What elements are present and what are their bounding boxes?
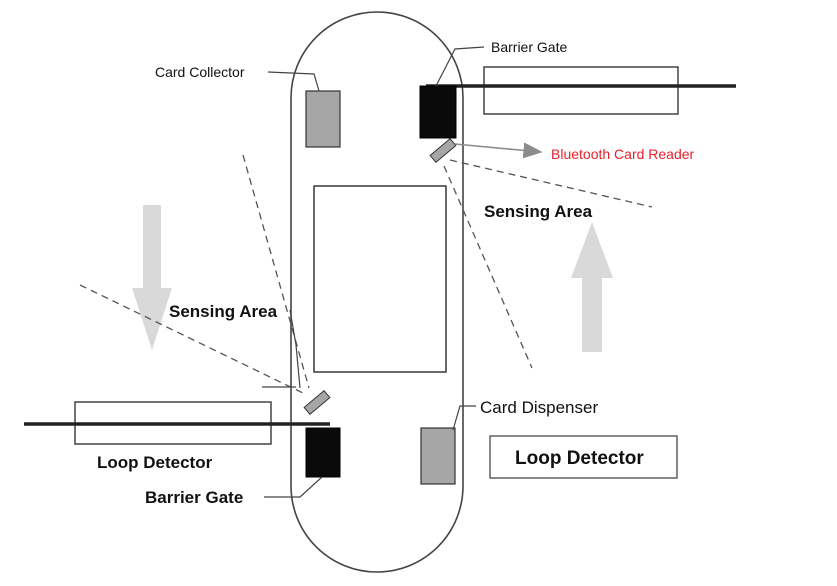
- label-loop-detector-left: Loop Detector: [97, 453, 213, 472]
- entry-direction-arrow: [132, 205, 172, 350]
- sensing-line-left-upper: [242, 154, 310, 389]
- leader-card-collector: [267, 71, 320, 92]
- leader-barrier-gate-top: [435, 46, 485, 87]
- loop-detector-right-box: [489, 435, 678, 479]
- sensing-line-right-lower: [443, 165, 533, 369]
- card-dispenser-box: [420, 427, 456, 485]
- sensing-line-left-lower: [79, 284, 306, 395]
- central-island: [313, 185, 447, 373]
- label-sensing-area-right: Sensing Area: [484, 202, 593, 221]
- label-card-collector: Card Collector: [155, 64, 245, 80]
- card-reader-bottom: [303, 389, 331, 416]
- label-loop-detector-right: Loop Detector: [515, 448, 644, 469]
- label-card-dispenser: Card Dispenser: [480, 398, 598, 417]
- label-sensing-area-left: Sensing Area: [169, 302, 278, 321]
- leader-bluetooth-reader: [454, 142, 543, 159]
- sensing-line-right-upper: [449, 159, 653, 208]
- label-barrier-gate-top: Barrier Gate: [491, 39, 567, 55]
- card-collector-box: [305, 90, 341, 148]
- label-barrier-gate-bottom: Barrier Gate: [145, 488, 243, 507]
- lane-outline: [290, 11, 464, 573]
- leader-card-dispenser: [452, 405, 476, 431]
- exit-direction-arrow: [571, 222, 613, 352]
- leader-barrier-gate-bottom: [264, 476, 323, 498]
- label-bluetooth-card-reader: Bluetooth Card Reader: [551, 146, 695, 162]
- leader-sensing-left: [289, 309, 301, 389]
- bluetooth-card-reader-top: [429, 137, 457, 164]
- loop-detector-top-outline: [483, 66, 679, 115]
- barrier-gate-bottom-box: [305, 427, 341, 478]
- barrier-gate-top-box: [419, 85, 457, 139]
